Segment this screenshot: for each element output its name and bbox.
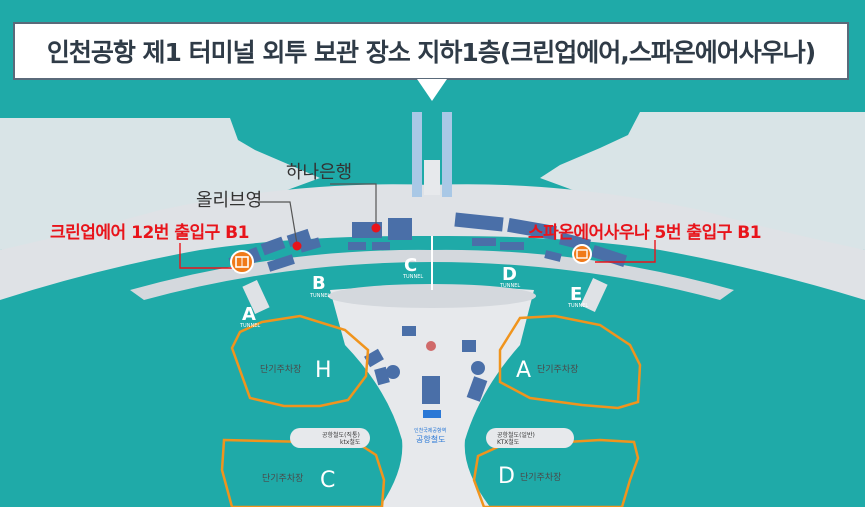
rail-left-line2: ktx철도: [340, 438, 361, 446]
station-marker: [423, 410, 441, 418]
location-dot: [371, 223, 381, 233]
center-bridge: [412, 112, 422, 197]
parking-D-label: 단기주차장: [520, 471, 561, 483]
callout-hana-bank: 하나은행: [286, 162, 353, 183]
locker-icon: [572, 244, 592, 264]
location-dot: [292, 241, 302, 251]
gate-D-letter: D: [502, 264, 517, 285]
locker-icon: [230, 250, 254, 274]
parking-H-letter: H: [315, 358, 332, 383]
rail-right-line1: 공항철도(일반): [497, 431, 535, 439]
rail-left-pill: [290, 428, 370, 448]
land-right: [540, 112, 865, 250]
gate-C-letter: C: [404, 255, 417, 276]
gate-B-sub: TUNNEL: [309, 293, 330, 299]
parking-A-outline: [498, 314, 642, 410]
leader-lines: [179, 240, 656, 269]
leader-lines-gray: [255, 183, 377, 245]
parking-A-label: 단기주차장: [537, 363, 578, 375]
plaza-top: [328, 284, 536, 308]
callout-cleanup-air: 크린업에어 12번 출입구 B1: [50, 223, 249, 243]
rail-center-line1: 인천국제공항역: [414, 427, 446, 434]
callout-spaon: 스파온에어사우나 5번 출입구 B1: [528, 223, 762, 243]
page-title: 인천공항 제1 터미널 외투 보관 장소 지하1층(크린업에어,스파온에어사우나…: [46, 38, 816, 67]
parking-A-letter: A: [516, 358, 531, 383]
parking-H-label: 단기주차장: [260, 363, 301, 375]
parking-H-outline: [230, 314, 370, 408]
plaza-dot: [426, 341, 436, 351]
gate-A-letter: A: [242, 304, 256, 325]
rail-center-line2: 공항철도: [416, 434, 445, 444]
land-left: [0, 118, 320, 250]
title-pointer: [417, 79, 447, 101]
title-box: 인천공항 제1 터미널 외투 보관 장소 지하1층(크린업에어,스파온에어사우나…: [13, 22, 849, 80]
rail-left-line1: 공항철도(직통): [322, 431, 360, 439]
rail-right-pill: [486, 428, 574, 448]
gate-A-sub: TUNNEL: [239, 323, 260, 329]
parking-D-letter: D: [498, 464, 515, 489]
gate-E-sub: TUNNEL: [567, 303, 588, 309]
callout-olive-young: 올리브영: [196, 190, 263, 211]
gate-tunnel-E: [580, 278, 608, 312]
rail-right-line2: KTX철도: [497, 438, 520, 446]
parking-C-label: 단기주차장: [262, 472, 303, 484]
parking-C-letter: C: [320, 468, 335, 493]
gate-E-letter: E: [570, 284, 582, 305]
gate-B-letter: B: [312, 273, 326, 294]
center-tower: [424, 160, 440, 195]
center-bridge-2: [442, 112, 452, 197]
gate-D-sub: TUNNEL: [499, 283, 520, 289]
concourse: [0, 184, 865, 300]
gate-tunnel-A: [242, 280, 270, 314]
gate-C-sub: TUNNEL: [402, 274, 423, 280]
